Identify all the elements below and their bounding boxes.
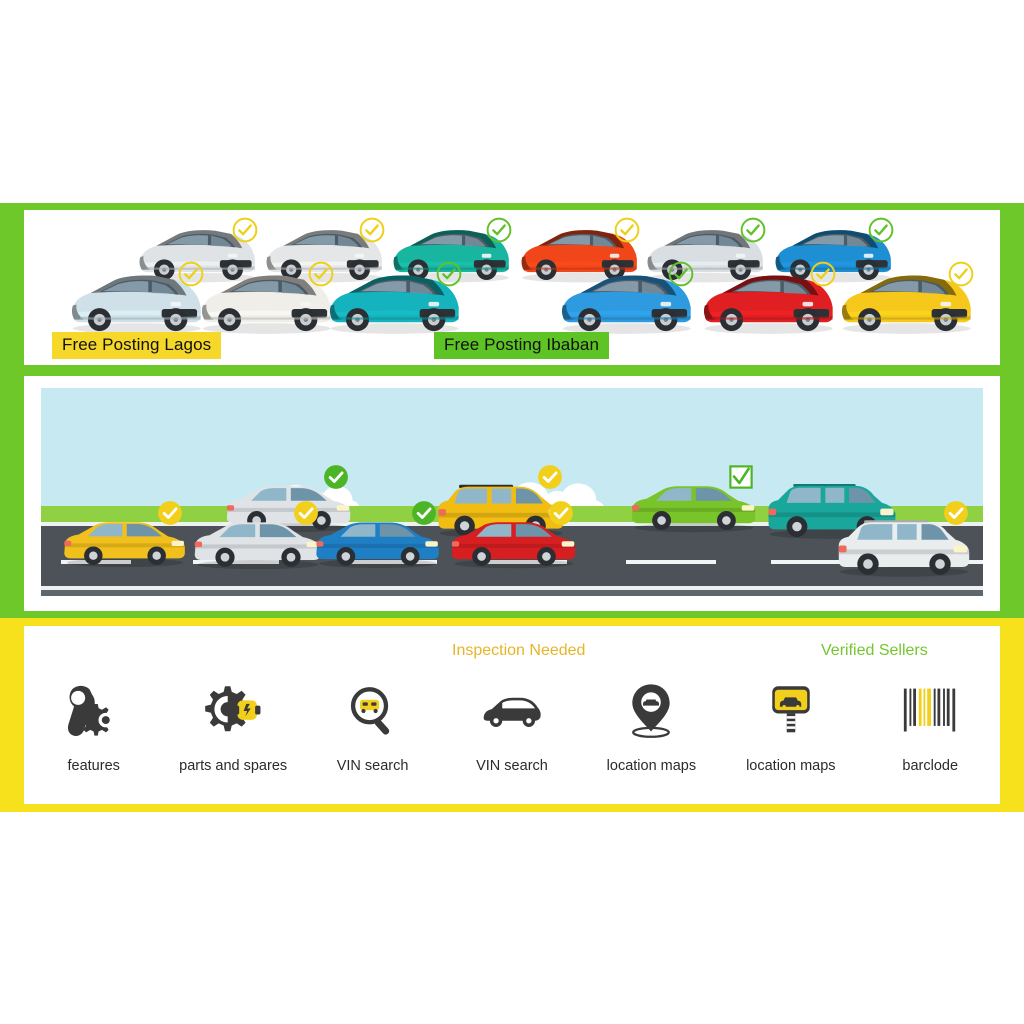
verified-check-icon <box>178 261 204 287</box>
showroom-car-3[interactable] <box>386 222 514 284</box>
free-posting-lagos-tag[interactable]: Free Posting Lagos <box>52 332 222 359</box>
verified-check-icon <box>740 217 766 243</box>
parking-sign-car-icon <box>768 678 814 744</box>
verified-check-icon <box>323 464 353 494</box>
magnifier-car-icon <box>347 678 399 744</box>
verified-check-icon <box>293 500 323 530</box>
feature-item-label: VIN search <box>476 758 548 774</box>
showroom-car-4[interactable] <box>514 222 642 284</box>
verified-check-icon <box>868 217 894 243</box>
road-panel <box>24 376 1000 611</box>
showroom-car-11[interactable] <box>696 266 838 336</box>
verified-check-icon <box>232 217 258 243</box>
verified-check-icon <box>537 464 567 494</box>
lane-dash <box>481 560 567 564</box>
feature-item-VIN-search[interactable]: VIN search <box>303 678 442 774</box>
verified-check-icon <box>359 217 385 243</box>
verified-check-icon <box>411 500 441 530</box>
feature-item-VIN-search[interactable]: VIN search <box>442 678 581 774</box>
yellow-section: Inspection Needed Verified Sellers featu… <box>0 618 1024 812</box>
road-car-5[interactable] <box>311 516 445 570</box>
road-car-7[interactable] <box>446 516 582 570</box>
lane-dash <box>771 560 859 564</box>
verified-check-icon <box>157 500 187 530</box>
feature-icon-row: features parts and spares VIN search VIN… <box>24 678 1000 774</box>
wrench-gear-icon <box>65 678 123 744</box>
showroom-car-2[interactable] <box>259 222 387 284</box>
showroom-car-8[interactable] <box>194 266 336 336</box>
inspection-needed-heading: Inspection Needed <box>452 642 586 659</box>
showroom-car-1[interactable] <box>132 222 260 284</box>
showroom-car-10[interactable] <box>554 266 696 336</box>
feature-item-label: parts and spares <box>179 758 288 774</box>
showroom-car-grid <box>24 210 1000 365</box>
feature-item-location-maps[interactable]: location maps <box>582 678 721 774</box>
verified-check-icon <box>943 500 973 530</box>
feature-item-label: location maps <box>746 758 836 774</box>
verified-check-icon <box>548 500 578 530</box>
verified-check-icon <box>948 261 974 287</box>
road-edge-line-bottom <box>41 586 983 590</box>
feature-item-location-maps[interactable]: location maps <box>721 678 860 774</box>
feature-item-barclode[interactable]: barclode <box>861 678 1000 774</box>
verified-check-icon <box>614 217 640 243</box>
road-scene <box>41 388 983 596</box>
road-shoulder <box>41 590 983 596</box>
gear-engine-icon <box>202 678 264 744</box>
verified-check-icon <box>668 261 694 287</box>
showroom-car-5[interactable] <box>640 222 768 284</box>
lane-dash <box>193 560 279 564</box>
feature-item-label: VIN search <box>336 758 409 774</box>
barcode-icon <box>902 678 958 744</box>
feature-item-features[interactable]: features <box>24 678 163 774</box>
verified-check-icon <box>486 217 512 243</box>
feature-item-parts-and-spares[interactable]: parts and spares <box>163 678 302 774</box>
feature-item-label: barclode <box>902 758 959 774</box>
lane-dash <box>626 560 716 564</box>
feature-item-label: features <box>67 758 120 774</box>
car-side-icon <box>481 678 543 744</box>
verified-checkbox-icon <box>728 464 753 489</box>
road-car-6[interactable] <box>626 480 762 534</box>
showroom-car-9[interactable] <box>322 266 464 336</box>
features-panel: Inspection Needed Verified Sellers featu… <box>24 626 1000 804</box>
map-pin-car-icon <box>627 678 675 744</box>
verified-check-icon <box>308 261 334 287</box>
lane-dash <box>341 560 437 564</box>
showroom-car-6[interactable] <box>768 222 896 284</box>
showroom-panel: Free Posting Lagos Free Posting Ibaban <box>24 210 1000 365</box>
feature-item-label: location maps <box>606 758 697 774</box>
verified-check-icon <box>436 261 462 287</box>
road-car-3[interactable] <box>189 516 327 571</box>
free-posting-ibaban-tag[interactable]: Free Posting Ibaban <box>434 332 609 359</box>
verified-sellers-heading: Verified Sellers <box>821 642 928 659</box>
showroom-car-7[interactable] <box>64 266 206 336</box>
road-car-9[interactable] <box>831 516 977 579</box>
verified-check-icon <box>810 261 836 287</box>
showroom-car-12[interactable] <box>834 266 976 336</box>
road-car-1[interactable] <box>59 516 191 569</box>
green-section: Free Posting Lagos Free Posting Ibaban <box>0 203 1024 618</box>
